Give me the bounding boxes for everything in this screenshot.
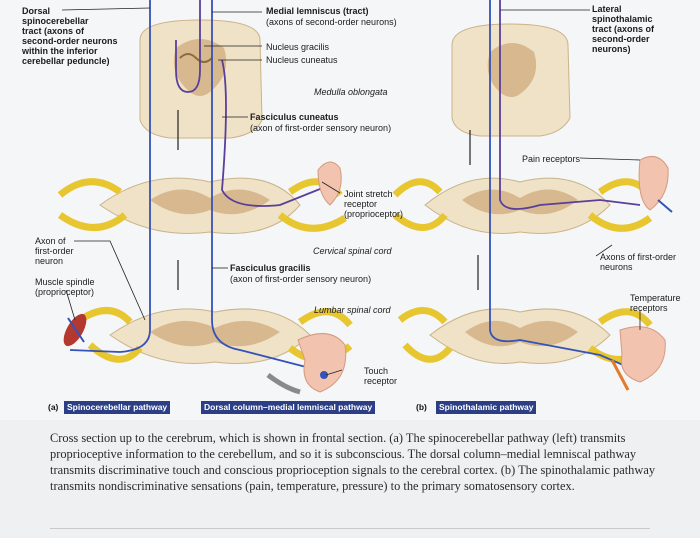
divider xyxy=(50,528,650,529)
label-axon-first-order-neuron: Axon of first-order neuron xyxy=(35,236,74,266)
foot-temperature-receptor xyxy=(610,326,666,391)
label-cervical-spinal-cord: Cervical spinal cord xyxy=(313,246,392,256)
foot-touch-receptor xyxy=(266,333,347,395)
label-temperature-receptors: Temperature receptors xyxy=(630,293,681,313)
panel-b-letter: (b) xyxy=(416,402,427,412)
label-fasciculus-cuneatus: Fasciculus cuneatus xyxy=(250,112,339,122)
label-lateral-spinothalamic: Lateral spinothalamic tract (axons of se… xyxy=(592,4,655,54)
label-medial-lemniscus: Medial lemniscus (tract) xyxy=(266,6,369,16)
panel-a-letter: (a) xyxy=(48,402,59,412)
tag-spinocerebellar-pathway: Spinocerebellar pathway xyxy=(64,401,171,414)
cervical-cord-right xyxy=(392,177,653,234)
label-medulla-oblongata: Medulla oblongata xyxy=(314,87,388,97)
tag-dorsal-column-pathway: Dorsal column–medial lemniscal pathway xyxy=(201,401,376,414)
label-muscle-spindle: Muscle spindle (proprioceptor) xyxy=(35,277,95,297)
medulla-section-left xyxy=(139,19,263,139)
label-joint-stretch-receptor: Joint stretch receptor (proprioceptor) xyxy=(344,189,404,219)
label-lumbar-spinal-cord: Lumbar spinal cord xyxy=(314,305,391,315)
label-fasciculus-cuneatus-sub: (axon of first-order sensory neuron) xyxy=(250,123,392,133)
label-dorsal-spinocerebellar: Dorsal spinocerebellar tract (axons of s… xyxy=(22,6,118,66)
label-nucleus-cuneatus: Nucleus cuneatus xyxy=(266,55,338,65)
muscle-spindle-shape xyxy=(63,313,87,347)
label-pain-receptors: Pain receptors xyxy=(522,154,581,164)
lumbar-cord-right xyxy=(397,307,653,364)
leader-lines xyxy=(61,7,641,376)
figure-caption: Cross section up to the cerebrum, which … xyxy=(50,431,656,494)
label-fasciculus-gracilis-sub: (axon of first-order sensory neuron) xyxy=(230,274,372,284)
pathway-tracts-right xyxy=(469,0,641,369)
label-fasciculus-gracilis: Fasciculus gracilis xyxy=(230,263,311,273)
medulla-section-right xyxy=(451,23,571,137)
sensory-pathways-illustration xyxy=(57,0,673,395)
label-medial-lemniscus-sub: (axons of second-order neurons) xyxy=(266,17,397,27)
label-nucleus-gracilis: Nucleus gracilis xyxy=(266,42,330,52)
tag-spinothalamic-pathway: Spinothalamic pathway xyxy=(436,401,537,414)
joint-receptor xyxy=(317,161,342,206)
pathway-tracts-left xyxy=(69,0,331,369)
hand-pain-receptor xyxy=(638,155,673,213)
label-axons-first-order-neurons: Axons of first-order neurons xyxy=(600,252,677,272)
label-touch-receptor: Touch receptor xyxy=(364,366,398,386)
cervical-cord-left xyxy=(57,177,347,234)
anatomy-figure: Dorsal spinocerebellar tract (axons of s… xyxy=(22,0,681,414)
